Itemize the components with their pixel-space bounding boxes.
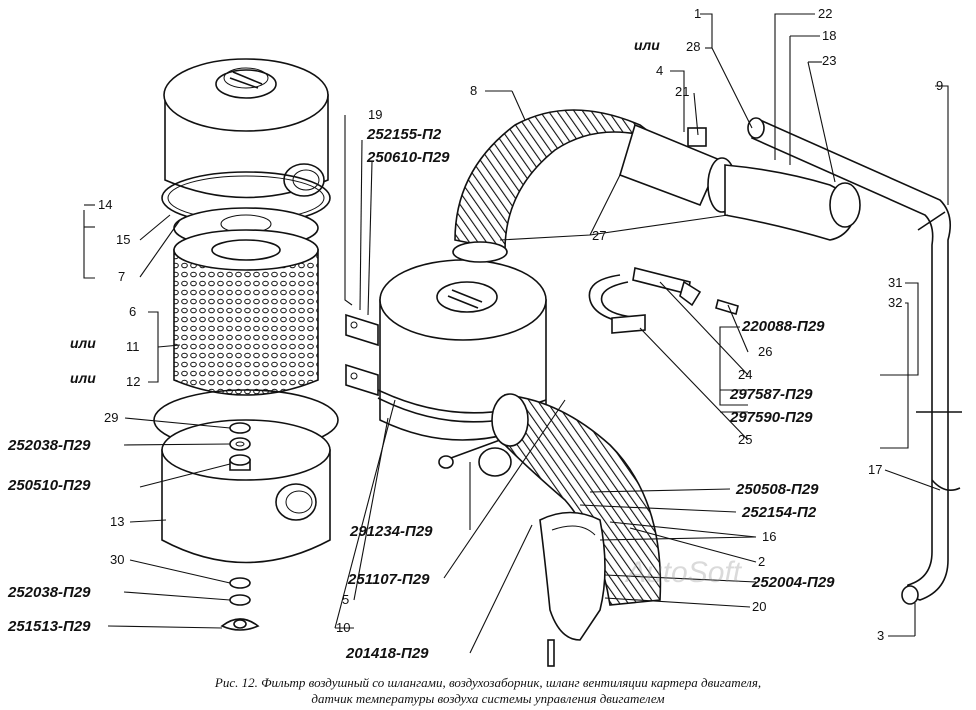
part-code-251513: 251513-П29 (7, 618, 91, 635)
part-code-252004: 252004-П29 (751, 574, 835, 591)
callout-22: 22 (818, 6, 832, 21)
part-code-252155: 252155-П2 (366, 126, 442, 143)
callout-7: 7 (118, 269, 125, 284)
vent-pipe (747, 117, 962, 605)
part-code-252038-upper: 252038-П29 (7, 437, 91, 454)
part-code-250510: 250510-П29 (7, 477, 91, 494)
part-code-297590: 297590-П29 (729, 409, 813, 426)
part-code-251107: 251107-П29 (347, 571, 430, 588)
filter-housing (161, 419, 331, 564)
callout-28: 28 (686, 39, 700, 54)
callout-3: 3 (877, 628, 884, 643)
callout-29: 29 (104, 410, 118, 425)
air-intake-snorkel (539, 511, 606, 667)
nuts-washers (220, 422, 260, 631)
or-label-low: или (70, 370, 96, 386)
caption-line-1: Рис. 12. Фильтр воздушный со шлангами, в… (214, 675, 762, 690)
callout-5: 5 (342, 592, 349, 607)
caption-line-2: датчик температуры воздуха системы управ… (311, 691, 665, 706)
leader-lines (83, 13, 949, 654)
callout-18: 18 (822, 28, 836, 43)
or-label-mid: или (70, 335, 96, 351)
callout-16: 16 (762, 529, 776, 544)
part-code-250610: 250610-П29 (366, 149, 450, 166)
filter-cover (163, 58, 329, 199)
callout-23: 23 (822, 53, 836, 68)
callout-11: 11 (126, 339, 140, 354)
part-code-labels: 252155-П2 250610-П29 220088-П29 297587-П… (7, 126, 835, 662)
watermark: AutoSoft (626, 556, 742, 589)
callout-9: 9 (936, 78, 943, 93)
callout-32: 32 (888, 295, 902, 310)
callout-19: 19 (368, 107, 382, 122)
hose-clamp (588, 267, 739, 334)
callout-13: 13 (110, 514, 124, 529)
callout-31: 31 (888, 275, 902, 290)
callout-numbers: 1 28 4 21 22 18 23 9 8 27 31 32 26 24 25… (70, 6, 943, 643)
intake-hose-lower (491, 393, 662, 606)
callout-14: 14 (98, 197, 112, 212)
part-code-220088: 220088-П29 (741, 318, 825, 335)
callout-25: 25 (738, 432, 752, 447)
part-code-201418: 201418-П29 (345, 645, 429, 662)
callout-30: 30 (110, 552, 124, 567)
callout-1: 1 (694, 6, 701, 21)
filter-element (173, 207, 319, 396)
part-code-252038-lower: 252038-П29 (7, 584, 91, 601)
part-code-252154: 252154-П2 (741, 504, 817, 521)
intake-hose-upper (452, 109, 737, 263)
callout-4: 4 (656, 63, 663, 78)
callout-24: 24 (738, 367, 752, 382)
callout-17: 17 (868, 462, 882, 477)
callout-6: 6 (129, 304, 136, 319)
part-code-291234: 291234-П29 (349, 523, 433, 540)
callout-2: 2 (758, 554, 765, 569)
callout-15: 15 (116, 232, 130, 247)
or-label-top: или (634, 37, 660, 53)
callout-8: 8 (470, 83, 477, 98)
callout-21: 21 (675, 84, 689, 99)
ventilation-hose-bent (724, 164, 861, 241)
callout-10: 10 (336, 620, 350, 635)
callout-12: 12 (126, 374, 140, 389)
part-code-297587: 297587-П29 (729, 386, 813, 403)
part-code-250508: 250508-П29 (735, 481, 819, 498)
callout-26: 26 (758, 344, 772, 359)
callout-27: 27 (592, 228, 606, 243)
callout-20: 20 (752, 599, 766, 614)
